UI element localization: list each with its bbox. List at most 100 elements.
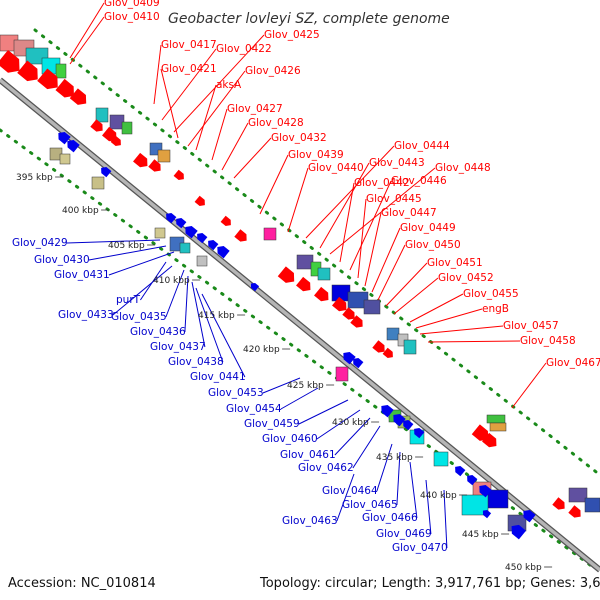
forward-gene-label: Glov_0457 [503,320,559,332]
forward-gene-label: Glov_0417 [161,39,217,51]
reverse-gene-label: Glov_0465 [342,499,398,511]
leader-line [334,417,371,456]
leader-line [153,44,162,105]
reverse-gene-label: Glov_0459 [244,418,300,430]
leader-line [357,198,367,279]
forward-gene-label: aksA [216,79,242,91]
leader-line [339,182,355,263]
leader-line [385,262,428,307]
leader-line [511,362,547,409]
reverse-gene-label: Glov_0433 [58,309,114,321]
leader-line [352,425,381,469]
forward-gene-label: engB [482,303,509,315]
reverse-gene-label: Glov_0430 [34,254,90,266]
leader-line [108,251,175,276]
gene-features [0,34,600,540]
leader-line [419,325,504,335]
leader-line [396,451,401,506]
forward-gene-label: Glov_0458 [520,335,576,347]
leader-line [298,399,349,425]
reverse-gene-label: Glov_0462 [298,462,354,474]
leader-line [195,84,217,151]
leader-line [409,461,418,519]
forward-gene-label: Glov_0455 [463,288,519,300]
leader-line [336,473,355,522]
leader-line [262,377,301,394]
reverse-gene-label: Glov_0436 [130,326,186,338]
forward-gene-label: Glov_0409 [104,0,160,9]
forward-gene-label: Glov_0443 [369,157,425,169]
forward-gene-label: Glov_0427 [227,103,283,115]
leader-line [329,167,436,255]
leader-line [427,340,521,343]
reverse-gene-label: Glov_0463 [282,515,338,527]
reverse-gene-label: Glov_0454 [226,403,282,415]
kbp-tick-label: 420 kbp [243,345,280,355]
kbp-tick-label: 410 kbp [153,276,190,286]
forward-gene-label: Glov_0445 [366,193,422,205]
reverse-gene-label: Glov_0453 [208,387,264,399]
forward-gene-label: Glov_0425 [264,29,320,41]
forward-gene-label: Glov_0410 [104,11,160,23]
forward-gene-label: Glov_0446 [391,175,447,187]
reverse-gene-label: Glov_0441 [190,371,246,383]
leader-line [371,227,401,293]
leader-line [287,167,309,233]
kbp-tick-label: 430 kbp [332,418,369,428]
leader-line [66,239,161,244]
kbp-tick-label: 405 kbp [108,241,145,251]
kbp-tick-label: 425 kbp [287,381,324,391]
reverse-gene-label: Glov_0464 [322,485,378,497]
leader-line [184,275,189,333]
kbp-tick-label: 400 kbp [62,206,99,216]
leader-line [211,108,228,161]
leader-line [69,2,105,59]
forward-gene-label: Glov_0449 [400,222,456,234]
leader-line [305,145,395,239]
kbp-tick-label: 445 kbp [462,530,499,540]
accession-text: Accession: NC_010814 [8,576,156,591]
reverse-gene-label: Glov_0435 [111,311,167,323]
leader-line [233,137,272,179]
reverse-gene-label: Glov_0437 [150,341,206,353]
reverse-gene-label: Glov_0429 [12,237,68,249]
leader-line [425,479,432,535]
forward-gene-label: Glov_0442 [354,177,410,189]
tracks [0,28,600,573]
kbp-tick-label: 395 kbp [16,173,53,183]
reverse-gene-label: Glov_0460 [262,433,318,445]
forward-gene-label: Glov_0467 [546,357,600,369]
forward-gene-label: Glov_0440 [308,162,364,174]
kbp-tick-label: 450 kbp [505,563,542,573]
reverse-gene-label: Glov_0469 [376,528,432,540]
leader-line [187,70,246,147]
leader-line [376,443,393,492]
reverse-gene-label: Glov_0470 [392,542,448,554]
reverse-gene-label: Glov_0438 [168,356,224,368]
reverse-gene-label: Glov_0461 [280,449,336,461]
leader-line [173,34,265,133]
leader-line [319,162,370,249]
leader-line [280,387,319,410]
leader-line [316,409,361,440]
backbone-ring [0,78,600,572]
forward-gene-label: Glov_0451 [427,257,483,269]
leader-line [443,489,448,549]
leader-line [195,287,224,363]
leader-line [161,48,217,121]
leader-line [409,293,464,323]
forward-gene-label: Glov_0422 [216,43,272,55]
leader-line [415,308,483,329]
forward-gene-label: Glov_0447 [381,207,437,219]
leader-line [201,293,246,378]
dotted-track-outer [33,28,600,477]
kbp-tick-label: 435 kbp [376,453,413,463]
leader-line [393,277,439,315]
forward-gene-label: Glov_0421 [161,63,217,75]
forward-gene-label: Glov_0452 [438,272,494,284]
leader-line [364,212,382,287]
label-leader-lines [66,2,547,549]
